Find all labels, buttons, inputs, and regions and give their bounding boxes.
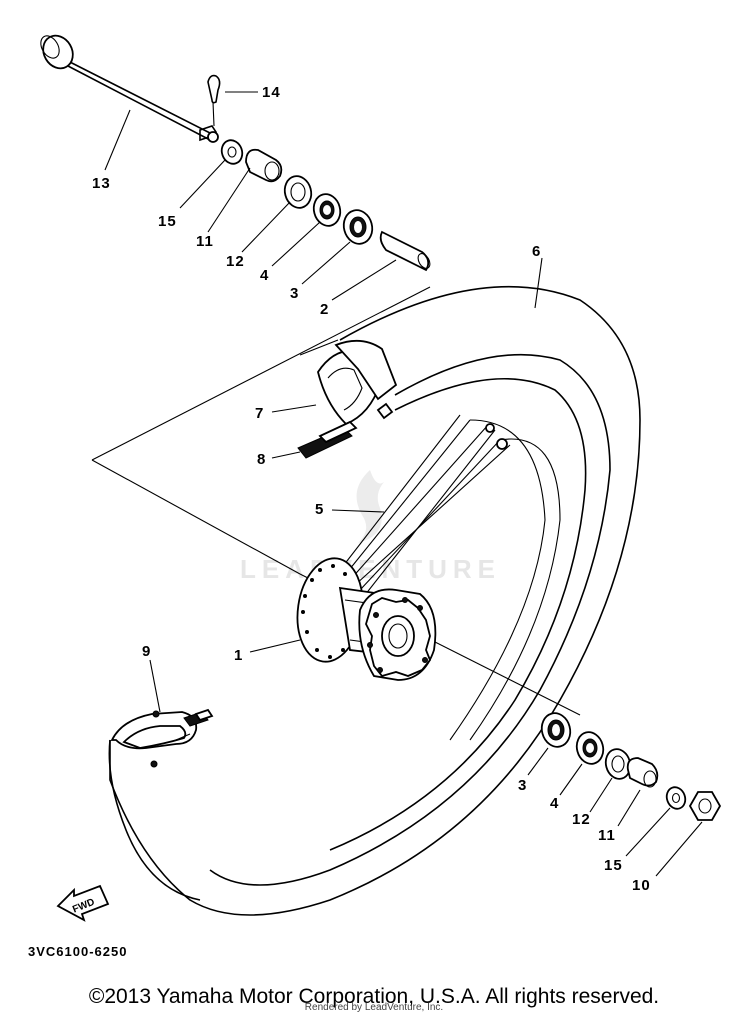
part-rim-strip[interactable] (297, 420, 358, 459)
callout-1: 1 (234, 647, 243, 664)
forward-arrow-icon: FWD (56, 884, 110, 922)
callout-3-top: 3 (290, 285, 299, 302)
part-rim-band[interactable] (317, 339, 398, 426)
part-hub[interactable] (291, 554, 437, 681)
callout-12-bottom: 12 (572, 811, 591, 828)
callout-15-bottom: 15 (604, 857, 623, 874)
callout-11-bottom: 11 (598, 827, 616, 844)
callout-15-top: 15 (158, 213, 177, 230)
part-oil-seal-top[interactable] (281, 173, 314, 211)
leader-lines (104, 91, 703, 877)
copyright-notice: ©2013 Yamaha Motor Corporation, U.S.A. A… (89, 985, 659, 1008)
callout-12-top: 12 (226, 253, 245, 270)
part-spacer[interactable] (379, 230, 433, 272)
part-bearing-4-top[interactable] (310, 191, 343, 229)
callout-labels: 14 13 15 11 12 4 3 2 6 7 8 5 1 9 3 4 12 … (92, 84, 651, 894)
rendered-by-note: Rendered by LeadVenture, Inc. (305, 1002, 443, 1013)
part-axle[interactable] (37, 30, 219, 143)
part-cotter-pin[interactable] (207, 74, 221, 127)
callout-14: 14 (262, 84, 281, 101)
part-bearing-3-top[interactable] (340, 207, 376, 247)
part-washer-top[interactable] (218, 137, 245, 166)
part-tire-clamp[interactable] (110, 708, 214, 768)
callout-7: 7 (255, 405, 264, 422)
callout-3-bottom: 3 (518, 777, 527, 794)
part-collar-top[interactable] (245, 148, 283, 183)
callout-11-top: 11 (196, 233, 214, 250)
callout-10: 10 (632, 877, 651, 894)
part-axle-nut[interactable] (688, 791, 722, 821)
callout-5: 5 (315, 501, 324, 518)
callout-9: 9 (142, 643, 151, 660)
callout-4-bottom: 4 (550, 795, 559, 812)
watermark-text: LEADVENTURE (240, 554, 501, 584)
watermark: LEADVENTURE (240, 470, 501, 584)
callout-6: 6 (532, 243, 541, 260)
part-bearing-3-bottom[interactable] (538, 710, 574, 750)
part-bearing-4-bottom[interactable] (573, 729, 606, 767)
part-spokes[interactable] (339, 414, 511, 596)
part-collar-bottom[interactable] (626, 757, 659, 788)
part-washer-bottom[interactable] (664, 785, 688, 812)
callout-8: 8 (257, 451, 266, 468)
callout-2: 2 (320, 301, 329, 318)
diagram-part-code: 3VC6100-6250 (28, 944, 127, 959)
callout-4-top: 4 (260, 267, 269, 284)
callout-13: 13 (92, 175, 111, 192)
part-tire[interactable] (108, 285, 641, 916)
